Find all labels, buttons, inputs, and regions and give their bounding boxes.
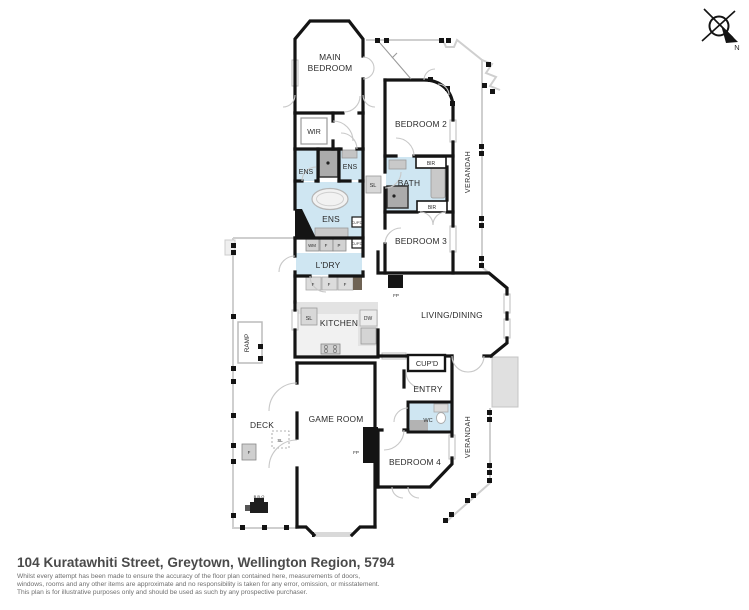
wm-label: WM [308, 243, 316, 248]
deck-label: DECK [250, 420, 274, 430]
verandah-lower-label: VERANDAH [465, 416, 472, 458]
cupd-entry-label: CUP'D [416, 359, 438, 368]
compass-icon: N [701, 8, 740, 52]
toilet-bowl-icon [436, 412, 446, 424]
wc-bench-icon [410, 420, 428, 431]
main-bedroom-label-1: MAIN [319, 52, 341, 62]
fireplace-living-icon [388, 275, 403, 288]
skylight-kitchen-label: SL [306, 316, 313, 322]
bedroom4-label: BEDROOM 4 [389, 457, 441, 467]
hall-f3-label: F [344, 282, 347, 287]
disclaimer-line-1: Whilst every attempt has been made to en… [17, 573, 361, 580]
laundry-floor [296, 253, 362, 275]
game-room-label: GAME ROOM [309, 414, 364, 424]
bath-basin-icon [388, 159, 407, 170]
hall-cabinet-dark [353, 277, 362, 290]
skylight-hall-label: SL [370, 183, 377, 189]
wc-walls [406, 400, 454, 434]
bir-bedroom3-box [416, 200, 448, 213]
wir-label: WIR [307, 129, 321, 136]
verandah-upper-label: VERANDAH [465, 151, 472, 193]
skylight-deck-label: SL [277, 438, 283, 443]
kitchen-fridge-icon [360, 327, 377, 345]
fp-living-label: FP [393, 293, 399, 298]
wir-closet [300, 117, 328, 145]
cupd-small-upper-label: CUP'D [352, 221, 363, 225]
address-title: 104 Kuratawhiti Street, Greytown, Wellin… [17, 555, 395, 570]
bedroom3-label: BEDROOM 3 [395, 236, 447, 246]
deck-fridge-icon [241, 443, 257, 461]
disclaimer-line-3: This plan is for illustrative purposes o… [17, 589, 308, 596]
dishwasher-label: DW [364, 316, 373, 322]
bath-label: BATH [398, 178, 421, 188]
cupd-small-lower-label: CUP'D [352, 242, 363, 246]
bath-tub-icon [430, 164, 446, 199]
stove-icon [320, 343, 341, 355]
hall-f1-label: F [312, 282, 315, 287]
dishwasher-icon [359, 309, 378, 327]
bath-shower-icon [386, 185, 409, 209]
basin-icon [341, 149, 358, 159]
hall-cupboard-1 [305, 276, 322, 291]
skylight-kitchen-box [300, 307, 318, 326]
skylight-hall-box [365, 175, 382, 194]
entry-steps [491, 356, 519, 408]
toilet-cistern-icon [433, 403, 449, 413]
vanity-icon [314, 227, 349, 238]
main-bedroom-label-2: BEDROOM [308, 63, 353, 73]
bir-bedroom3-label: BIR [428, 205, 437, 211]
labels: MAIN BEDROOM WIR ENS ENS ENS SL BEDROOM … [244, 52, 483, 499]
bathtub-icon [311, 187, 349, 211]
walls [293, 19, 509, 538]
bbq-label: B.B.Q [254, 494, 265, 499]
bay-window-band [314, 532, 352, 537]
ens-main-label: ENS [322, 214, 340, 224]
entry-label: ENTRY [413, 384, 442, 394]
skylight-deck-box [271, 430, 290, 449]
bbq-icon [245, 498, 268, 513]
compass-north-arrow [721, 25, 738, 43]
ramp-label: RAMP [244, 334, 251, 352]
compass-north-label: N [734, 43, 739, 52]
fp-gameroom-label: FP [353, 450, 359, 455]
bir-bedroom2-box [415, 156, 447, 169]
door-arcs [268, 42, 485, 499]
disclaimer-text: Whilst every attempt has been made to en… [17, 573, 379, 597]
ens-right-label: ENS [343, 164, 358, 171]
hall-f2-label: F [328, 282, 331, 287]
ensuite-left-floor [296, 150, 317, 181]
kitchen-label: KITCHEN [320, 318, 358, 328]
disclaimer-line-2: windows, rooms and any other items are a… [17, 581, 380, 588]
laundry-label: L'DRY [316, 260, 341, 270]
laundry-p-label: P [338, 243, 341, 248]
bir-bedroom2-label: BIR [427, 161, 436, 167]
living-dining-label: LIVING/DINING [421, 310, 483, 320]
wc-label: WC [423, 418, 432, 424]
fixtures [241, 117, 449, 537]
deck-fridge-label: F [248, 450, 251, 455]
cupd-entry-box [406, 353, 447, 373]
ens-left-label: ENS [299, 169, 314, 176]
laundry-f-label: F [325, 243, 328, 248]
bedroom2-label: BEDROOM 2 [395, 119, 447, 129]
